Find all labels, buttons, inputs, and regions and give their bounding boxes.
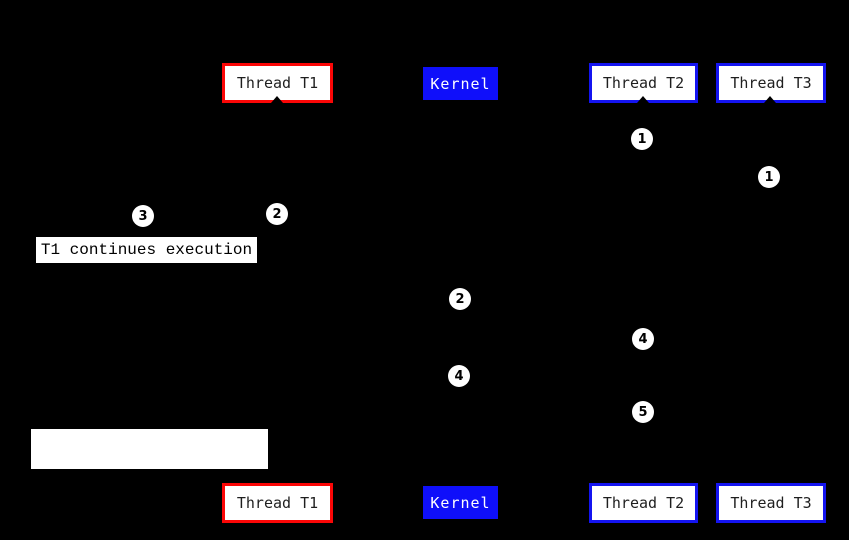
lifeline-arrowhead-t3-top-icon: [764, 96, 776, 103]
bottom-kernel-box: Kernel: [423, 486, 498, 519]
annotation-t1-continues: T1 continues execution: [36, 237, 257, 263]
bottom-thread-t1-box: Thread T1: [222, 483, 333, 523]
bottom-thread-t2-box: Thread T2: [589, 483, 698, 523]
top-kernel-box: Kernel: [423, 67, 498, 100]
step-marker-4-t2: 4: [632, 328, 654, 350]
step-marker-2-kernel: 2: [449, 288, 471, 310]
step-marker-2-t1: 2: [266, 203, 288, 225]
step-marker-3-t1: 3: [132, 205, 154, 227]
step-marker-1-t3: 1: [758, 166, 780, 188]
lifeline-arrowhead-t1-top-icon: [271, 96, 283, 103]
step-marker-1-t2: 1: [631, 128, 653, 150]
annotation-blank-box: [31, 429, 268, 469]
step-marker-4-kernel: 4: [448, 365, 470, 387]
step-marker-5-t2: 5: [632, 401, 654, 423]
bottom-thread-t3-box: Thread T3: [716, 483, 826, 523]
lifeline-arrowhead-t2-top-icon: [637, 96, 649, 103]
